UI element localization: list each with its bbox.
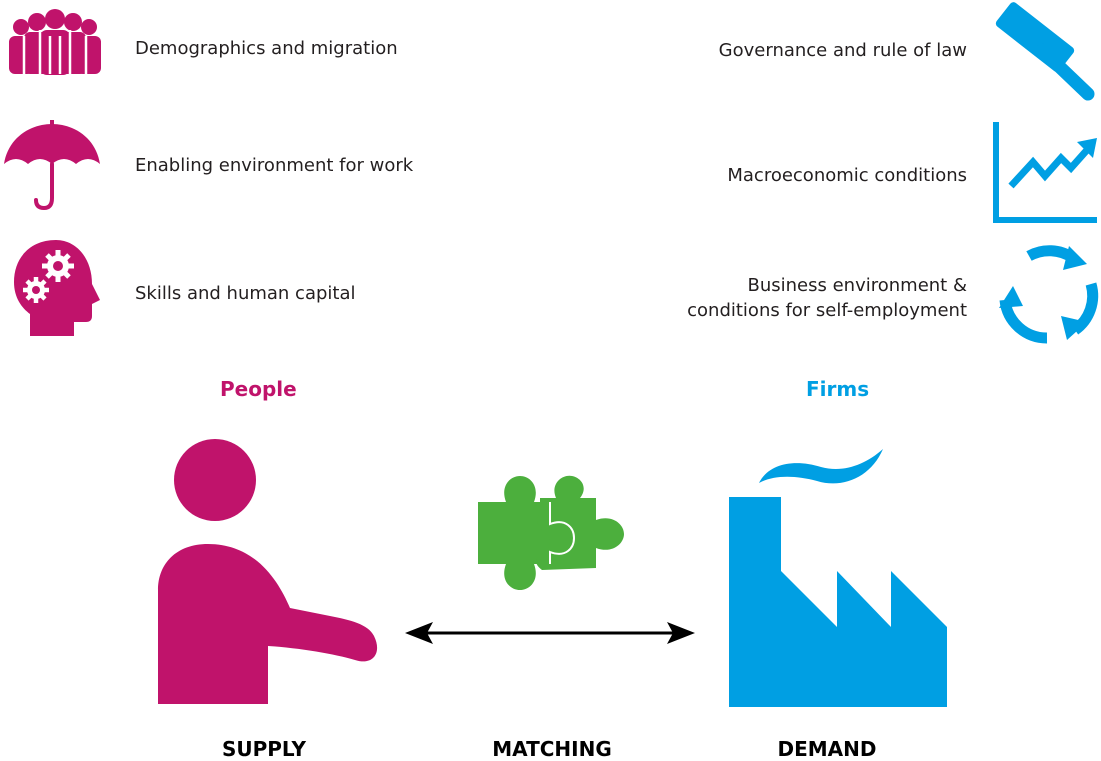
cycle-arrows-icon: [995, 242, 1101, 346]
people-group-icon: [5, 9, 105, 75]
demand-label: DEMAND: [777, 737, 877, 761]
head-gears-icon: [10, 238, 102, 338]
firms-heading: Firms: [806, 377, 870, 401]
matching-label: MATCHING: [492, 737, 612, 761]
person-icon: [150, 439, 380, 710]
growth-chart-icon: [993, 120, 1099, 224]
people-heading: People: [220, 377, 297, 401]
puzzle-icon: [476, 468, 626, 598]
gavel-icon: [990, 2, 1100, 102]
demand-factor-macroeconomic: Macroeconomic conditions: [727, 165, 967, 186]
demand-factor-governance: Governance and rule of law: [718, 40, 967, 61]
supply-label: SUPPLY: [221, 737, 307, 761]
double-arrow-icon: [405, 618, 695, 648]
supply-factor-enabling-environment: Enabling environment for work: [135, 155, 414, 176]
supply-factor-skills: Skills and human capital: [135, 283, 356, 304]
supply-factor-demographics: Demographics and migration: [135, 38, 398, 59]
demand-factor-business-environment: Business environment & conditions for se…: [687, 275, 967, 321]
factory-icon: [725, 445, 950, 710]
umbrella-icon: [2, 120, 102, 212]
